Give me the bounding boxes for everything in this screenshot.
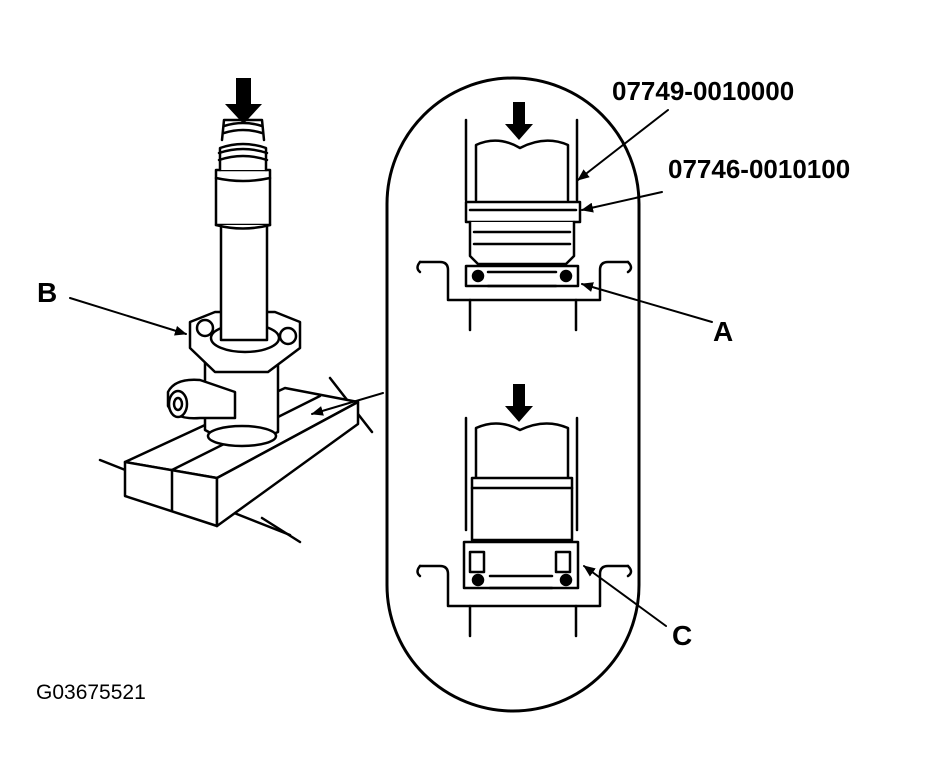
- press-arrow-upper: [505, 102, 533, 140]
- press-down-arrow: [225, 78, 262, 124]
- housing-section-lower: [418, 564, 630, 608]
- detail-capsule: [385, 76, 641, 713]
- oil-seal-upper: [464, 264, 580, 288]
- driver-lower: [470, 422, 574, 542]
- leader-c: [583, 565, 667, 627]
- driver-tool-number: 07749-0010000: [612, 76, 795, 106]
- leader-driver: [577, 109, 669, 181]
- figure-id: G03675521: [36, 681, 146, 704]
- lower-detail: [416, 384, 633, 638]
- upper-detail: [416, 102, 633, 332]
- attachment-ring: [464, 200, 582, 224]
- housing-bottom-bore: [206, 424, 278, 448]
- callout-b: B: [37, 277, 58, 308]
- steering-housing: [166, 310, 302, 448]
- flange-hole: [278, 326, 298, 346]
- driver-shaft: [214, 118, 272, 342]
- callout-c: C: [672, 620, 693, 651]
- leader-lines: [69, 109, 713, 627]
- oil-seal-lower: [462, 540, 580, 590]
- leader-a: [581, 282, 713, 323]
- leader-attachment: [581, 191, 663, 213]
- housing-section-upper: [418, 260, 630, 302]
- press-arrow-lower: [505, 384, 533, 422]
- leader-b: [69, 297, 187, 336]
- driver-upper: [464, 139, 582, 266]
- flange-hole: [195, 318, 215, 338]
- attachment-tool-number: 07746-0010100: [668, 154, 851, 184]
- detail-leader: [311, 392, 384, 416]
- callout-a: A: [713, 316, 734, 347]
- guide-line: [260, 516, 302, 544]
- left-assembly: [98, 78, 384, 544]
